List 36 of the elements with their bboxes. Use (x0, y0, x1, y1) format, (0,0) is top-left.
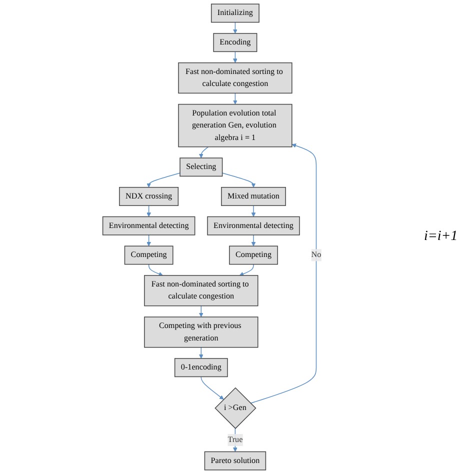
node-box: Competing with previous generation (144, 316, 258, 348)
arrow (200, 376, 224, 400)
node-box: Fast non-dominated sorting to calculate congestion (178, 62, 292, 94)
arrow (232, 51, 238, 63)
arrow (222, 172, 256, 188)
arrow (198, 146, 209, 158)
node-box: NDX crossing (119, 186, 179, 206)
loop-label: i=i+1 (424, 229, 459, 245)
edge-label: True (228, 436, 243, 444)
arrow (198, 305, 204, 318)
node-box: Mixed mutation (221, 186, 286, 206)
arrow (250, 144, 317, 404)
arrow (146, 234, 152, 246)
node-box: Pareto solution (204, 451, 266, 470)
arrow (146, 205, 152, 217)
node-box: Competing (124, 246, 174, 265)
edge-label: No (311, 250, 322, 260)
arrow (232, 22, 238, 34)
arrow (198, 346, 204, 359)
node-box: Environmental detecting (207, 216, 300, 236)
arrow (148, 264, 164, 276)
node-box: Population evolution total generation Gen, evolution algebra i = 1 (178, 104, 292, 148)
arrow (251, 205, 256, 217)
arrow (232, 428, 238, 452)
node-box: Competing (229, 246, 278, 265)
node-box: Environmental detecting (102, 216, 196, 236)
arrow (232, 92, 238, 104)
node-box: Encoding (213, 33, 258, 52)
node-box: Initializing (210, 4, 260, 23)
arrow (239, 264, 254, 276)
node-box: Fast non-dominated sorting to calculate congestion (144, 275, 258, 306)
node-box: 0-1encoding (174, 358, 228, 378)
arrow (251, 234, 256, 246)
node-diamond: i >Gen (214, 387, 256, 429)
node-box: Selecting (180, 158, 223, 177)
arrow (146, 172, 180, 188)
